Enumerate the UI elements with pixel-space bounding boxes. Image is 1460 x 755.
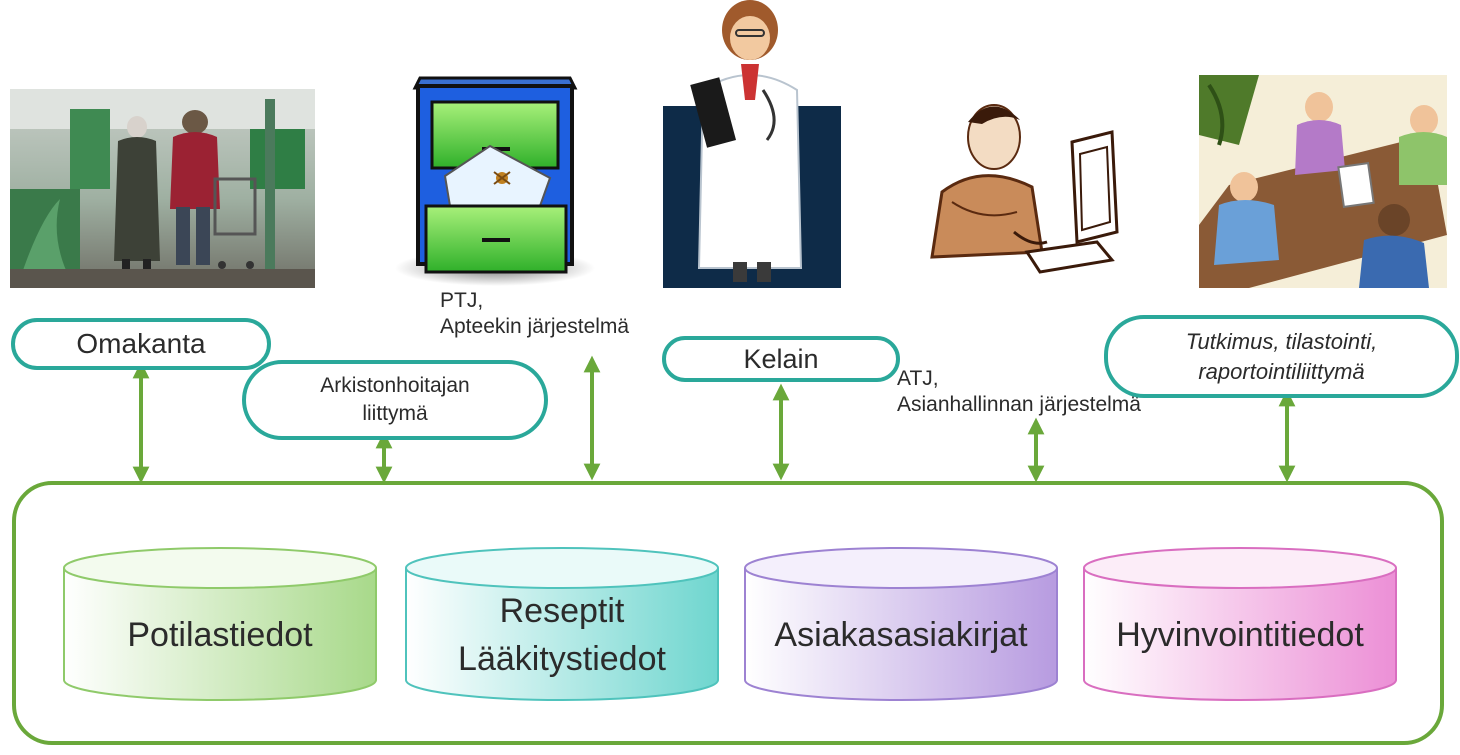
arkisto-label-line2: liittymä (362, 402, 428, 425)
omakanta-node: Omakanta (11, 318, 271, 370)
db-reseptit: Reseptit Lääkitystiedot (405, 547, 719, 701)
atj-label: ATJ, Asianhallinnan järjestelmä (897, 366, 1141, 418)
doctor-icon (663, 0, 841, 288)
computer-user-icon (922, 82, 1122, 288)
atj-label-line2: Asianhallinnan järjestelmä (897, 393, 1141, 416)
db-hyvinvointitiedot: Hyvinvointitiedot (1083, 547, 1397, 701)
atj-label-line1: ATJ, (897, 367, 939, 390)
tutkimus-label-line1: Tutkimus, tilastointi, (1185, 328, 1378, 354)
db-potilastiedot-label: Potilastiedot (127, 616, 313, 654)
db-asiakasasiakirjat: Asiakasasiakirjat (744, 547, 1058, 701)
db-reseptit-label-line1: Reseptit (500, 592, 625, 630)
file-cabinet-icon (390, 66, 600, 288)
arkisto-node: Arkistonhoitajan liittymä (242, 360, 548, 440)
db-asiakasasiakirjat-label: Asiakasasiakirjat (774, 616, 1028, 654)
ptj-label: PTJ, Apteekin järjestelmä (440, 288, 629, 340)
db-hyvinvointitiedot-label: Hyvinvointitiedot (1116, 616, 1364, 654)
elderly-shoppers-photo (10, 89, 315, 288)
ptj-label-line1: PTJ, (440, 289, 484, 312)
tutkimus-node: Tutkimus, tilastointi, raportointiliitty… (1104, 315, 1459, 398)
kelain-label: Kelain (743, 343, 819, 374)
arkisto-label-line1: Arkistonhoitajan (320, 374, 470, 397)
kelain-node: Kelain (662, 336, 900, 382)
ptj-label-line2: Apteekin järjestelmä (440, 315, 630, 338)
meeting-icon (1199, 75, 1447, 288)
db-reseptit-label-line2: Lääkitystiedot (458, 640, 666, 678)
tutkimus-label-line2: raportointiliittymä (1198, 358, 1365, 384)
db-potilastiedot: Potilastiedot (63, 547, 377, 701)
omakanta-label: Omakanta (76, 328, 206, 359)
